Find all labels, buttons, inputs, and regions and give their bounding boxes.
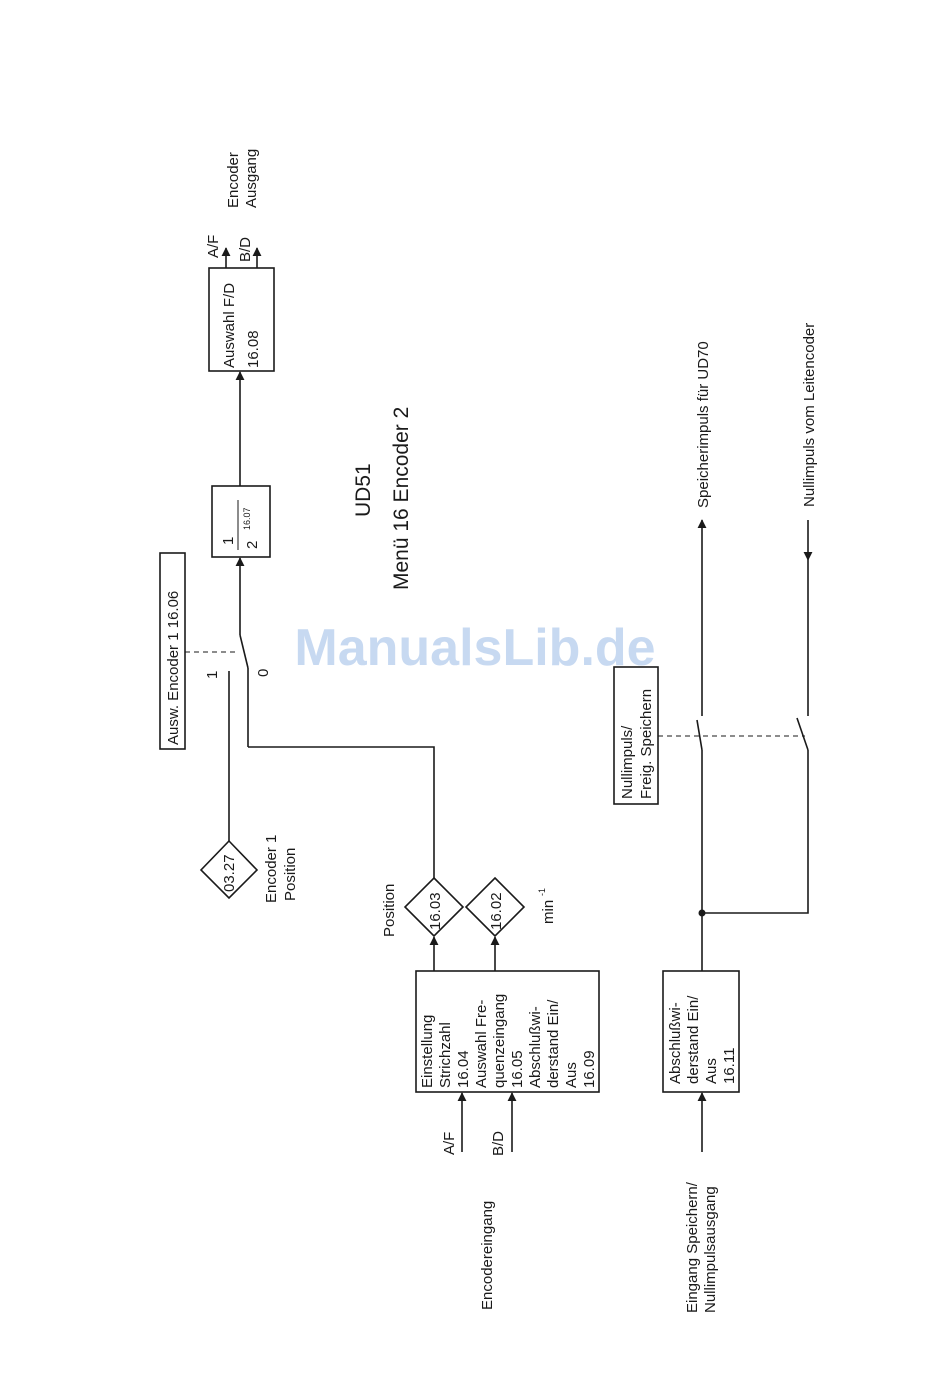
param-0327-label-2: Position xyxy=(282,848,299,901)
encoder-settings-line: Abschlußwi- xyxy=(527,1006,544,1088)
diagram-title: UD51 xyxy=(352,463,375,517)
param-1603-value: 16.03 xyxy=(427,892,444,930)
selector-blade xyxy=(239,634,249,669)
divider-base: 2 xyxy=(244,541,261,549)
switch-a-blade xyxy=(696,719,703,751)
watermark: ManualsLib.de xyxy=(294,619,655,677)
encoder-settings-line: 16.05 xyxy=(509,1050,526,1088)
diagram-subtitle: Menü 16 Encoder 2 xyxy=(390,407,413,590)
nullimpuls-label-box xyxy=(613,666,659,805)
selector-pos-0: 0 xyxy=(255,669,272,677)
param-1602-unit: min xyxy=(540,900,557,924)
encoder-settings-line: Auswahl Fre- xyxy=(473,1000,490,1088)
encoder-settings-line: quenzeingang xyxy=(491,994,508,1088)
encoder-output-label-1: Encoder xyxy=(225,152,242,208)
selector-pos-1: 1 xyxy=(204,671,221,679)
nullimpuls-label-1: Nullimpuls/ xyxy=(619,725,636,799)
param-1602-value: 16.02 xyxy=(488,892,505,930)
auswahl-fd-box xyxy=(208,267,275,372)
speicher-box-line: 16.11 xyxy=(721,1048,738,1084)
encoder-settings-line: Aus xyxy=(563,1062,580,1088)
param-1603-diamond xyxy=(403,876,465,938)
selector-label-box xyxy=(159,552,186,750)
param-1603-label: Position xyxy=(381,884,398,937)
speicher-box-line: Abschlußwi- xyxy=(667,1002,684,1084)
divider-exponent: 16.07 xyxy=(242,507,252,530)
speicher-input-label-2: Nullimpulsausgang xyxy=(702,1186,719,1313)
speicher-box-line: derstand Ein/ xyxy=(685,995,702,1084)
encoder-settings-text: Einstellung Strichzahl 16.04 Auswahl Fre… xyxy=(419,994,598,1088)
param-0327-diamond xyxy=(199,839,259,900)
output-bd-label: B/D xyxy=(237,237,254,262)
input-bd-label: B/D xyxy=(490,1131,507,1156)
encoder-input-label: Encodereingang xyxy=(479,1201,496,1310)
line-position-to-switch xyxy=(248,746,435,878)
selector-label: Ausw. Encoder 1 16.06 xyxy=(165,591,182,745)
encoder-settings-box xyxy=(415,970,600,1093)
encoder-settings-line: derstand Ein/ xyxy=(545,999,562,1088)
speicherimpuls-label: Speicherimpuls für UD70 xyxy=(695,341,712,508)
line-node-to-nullimpuls-branch xyxy=(702,750,809,914)
encoder-settings-line: 16.04 xyxy=(455,1050,472,1088)
param-1602-unit-exponent: -1 xyxy=(537,888,547,896)
speicher-input-label-1: Eingang Speichern/ xyxy=(684,1181,701,1313)
auswahl-fd-label: Auswahl F/D xyxy=(221,283,238,368)
speicher-box xyxy=(662,970,740,1093)
encoder-settings-line: 16.09 xyxy=(581,1050,598,1088)
encoder-settings-line: Strichzahl xyxy=(437,1022,454,1088)
encoder-output-label-2: Ausgang xyxy=(243,149,260,208)
param-0327-value: 03.27 xyxy=(221,854,238,892)
nullimpuls-input-label: Nullimpuls vom Leitencoder xyxy=(801,323,818,507)
divider-numerator: 1 xyxy=(220,537,237,545)
divider-box xyxy=(211,485,271,558)
param-0327-label-1: Encoder 1 xyxy=(263,835,280,903)
output-af-label: A/F xyxy=(205,235,222,258)
nullimpuls-label-2: Freig. Speichern xyxy=(638,689,655,799)
speicher-box-line: Aus xyxy=(703,1058,720,1084)
input-af-label: A/F xyxy=(441,1132,458,1155)
switch-b-blade xyxy=(796,717,809,751)
encoder-settings-line: Einstellung xyxy=(419,1015,436,1088)
param-1602-diamond xyxy=(464,876,526,938)
auswahl-fd-param: 16.08 xyxy=(245,330,262,368)
